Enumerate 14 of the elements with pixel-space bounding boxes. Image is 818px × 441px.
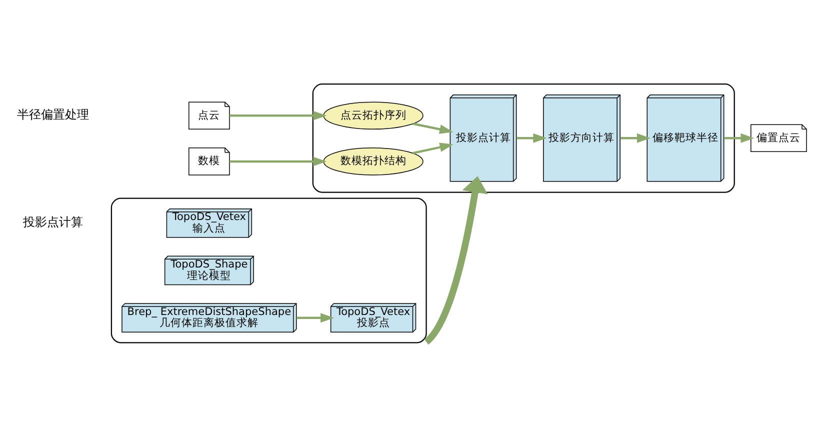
arrow <box>724 133 754 143</box>
arrow <box>424 176 488 344</box>
arrow <box>412 122 454 134</box>
cluster <box>110 198 427 344</box>
arrow <box>412 142 454 154</box>
arrow <box>296 313 334 323</box>
arrow <box>230 110 327 120</box>
label: 投影点计算 <box>23 214 84 229</box>
label: 半径偏置处理 <box>17 107 90 122</box>
arrow <box>516 133 547 143</box>
node-ellipse: 点云拓扑序列 <box>323 102 424 130</box>
arrow <box>620 133 651 143</box>
node-ellipse: 数模拓扑结构 <box>323 148 424 176</box>
arrow <box>230 156 327 166</box>
